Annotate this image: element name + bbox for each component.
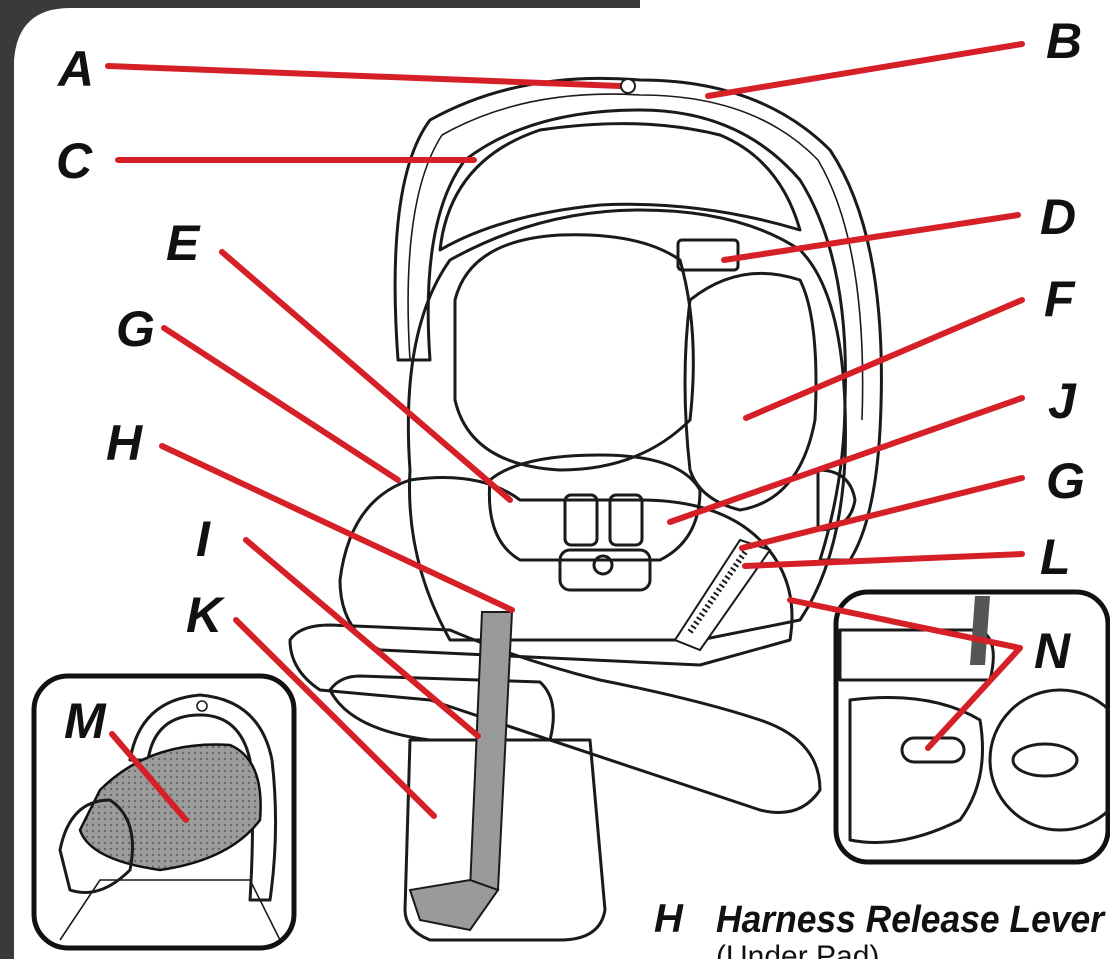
leader-m [109,731,189,823]
leader-g-right [739,475,1025,551]
infant-insert [487,453,702,562]
belt-path-guide [673,538,772,652]
callout-k: K [186,587,226,643]
inset-wheel-hub [1011,742,1079,778]
leader-n-upper [787,597,1023,651]
harness-adjuster-slot [676,238,740,272]
callout-j: J [1048,373,1077,429]
inset-release-lever [900,736,966,764]
inset-seat-edge [58,798,134,894]
inset-lever-detail [833,589,1110,865]
leader-h [159,443,515,613]
callout-b: B [1046,13,1082,69]
callout-labels: A B C D E F G H J G I L K M N [56,13,1085,749]
callout-a: A [56,41,94,97]
leader-g-left [161,325,401,483]
leader-j [667,395,1025,525]
car-seat-illustration [288,76,883,942]
leader-n-lower [925,645,1023,751]
leader-b [705,41,1025,99]
frame-corner [14,8,70,60]
callout-g-right: G [1046,453,1085,509]
callout-e: E [166,215,201,271]
inset-shell [848,696,984,844]
seat-base [288,623,822,814]
leader-e [219,249,513,503]
caption-letter: H [654,897,684,941]
inset-wheel [988,688,1110,832]
callout-d: D [1040,189,1076,245]
background-frame [0,0,640,959]
handle-button [620,78,636,94]
caption-subtitle: (Under Pad) [716,940,879,959]
callout-i: I [196,511,211,567]
inset-strap [970,596,990,665]
leader-a [105,63,623,89]
harness-strap-left [563,493,599,547]
callout-h: H [106,415,143,471]
inset-base-line [59,879,281,941]
leader-d [721,212,1021,263]
inset-handle-button [196,700,208,712]
inset-n-frame [833,589,1110,865]
inset-handle [128,693,278,902]
callout-c: C [56,133,93,189]
leader-lines [105,41,1025,823]
head-support [453,233,695,472]
callout-l: L [1040,529,1071,585]
callout-f: F [1044,271,1076,327]
leader-f [743,297,1025,421]
canopy [438,122,802,252]
strap-end [408,878,500,932]
inset-canopy-mesh [78,743,262,872]
inset-canopy-detail [31,673,297,951]
belt-path-teeth [687,550,748,634]
harness-strap-right [608,493,644,547]
buckle-button [592,554,614,576]
top-frame-bar [0,0,640,8]
caption: H Harness Release Lever (Under Pad) [654,897,1106,959]
leader-l [742,551,1025,569]
left-frame-strip [0,0,14,959]
callout-n: N [1034,623,1071,679]
load-leg [403,738,607,942]
leader-k [233,617,437,819]
callout-g-left: G [116,301,155,357]
chest-clip [558,548,652,592]
base-front-foot [328,674,555,742]
caption-title: Harness Release Lever [716,899,1106,941]
leader-i [243,537,481,739]
callout-m: M [64,693,107,749]
handle-inner-line [407,93,864,421]
